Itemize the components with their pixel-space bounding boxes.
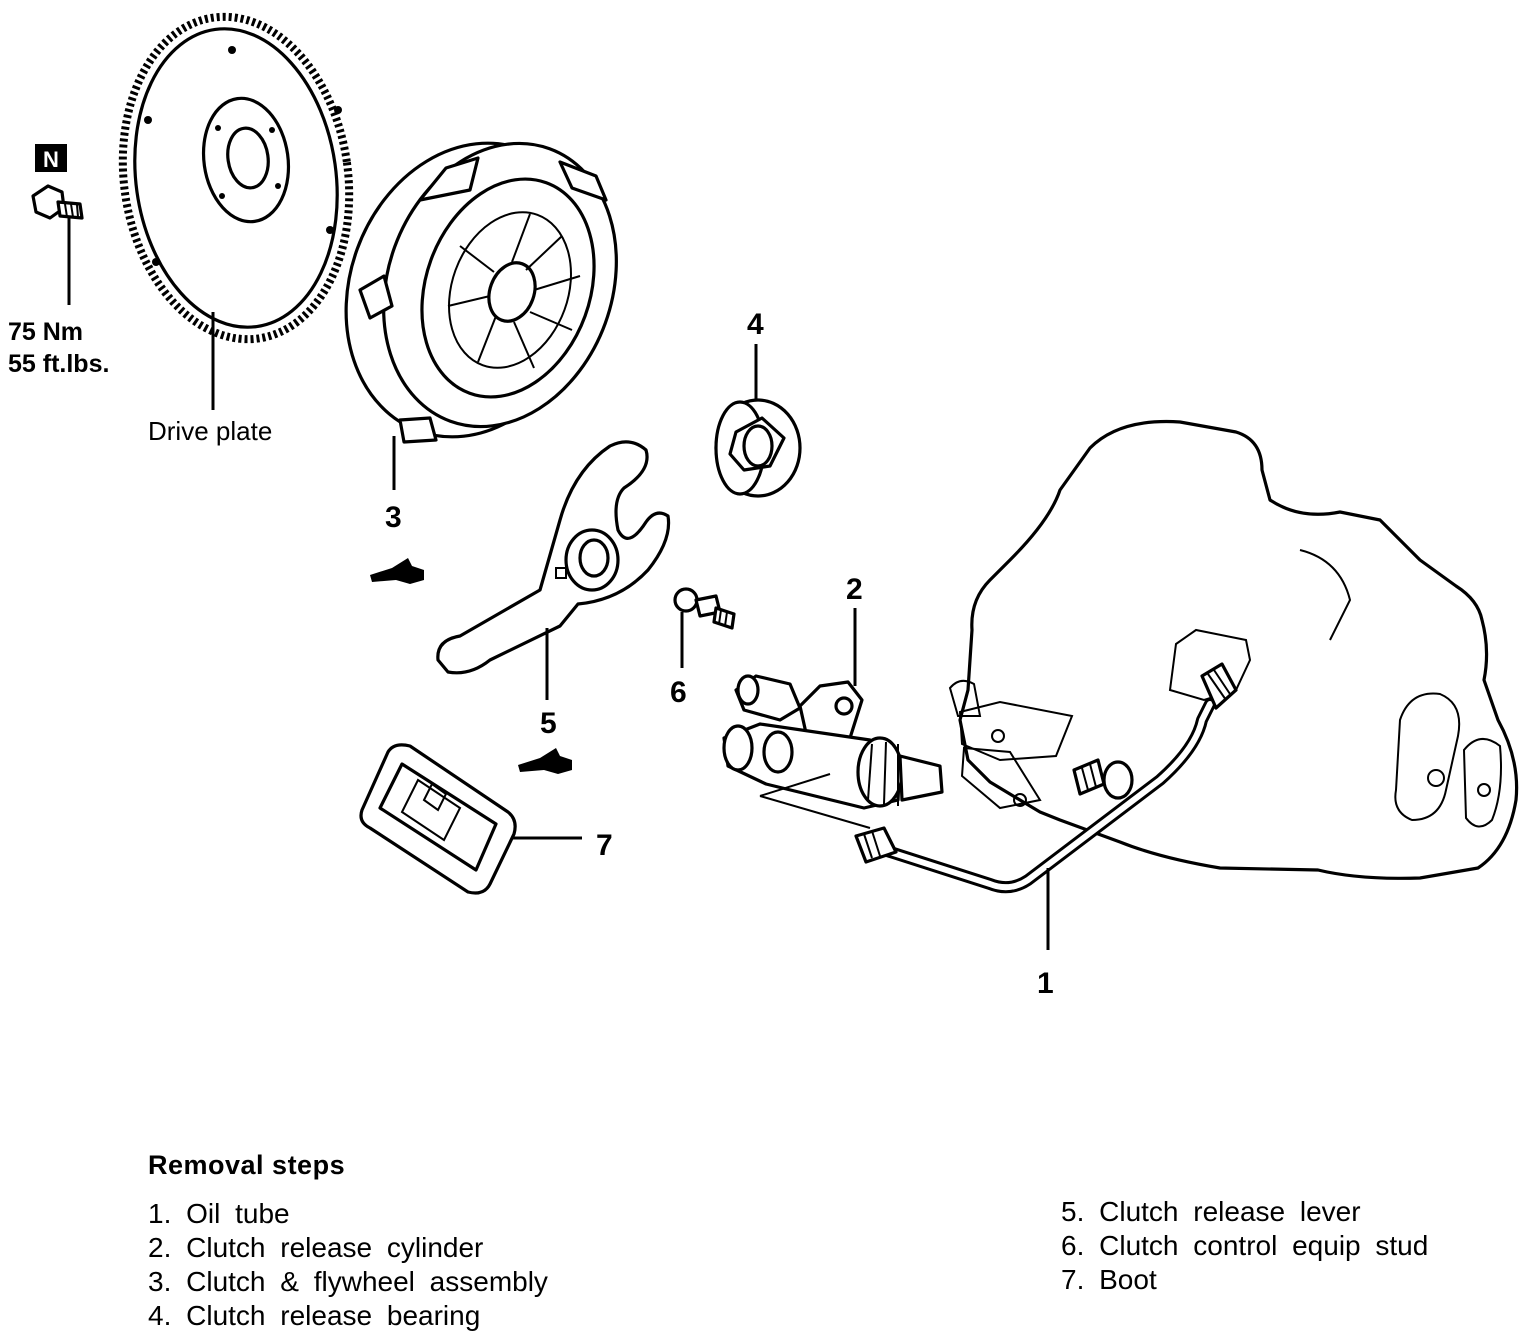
n-badge-text: N [43, 147, 59, 172]
n-badge [35, 144, 67, 172]
removal-step: 4. Clutch release bearing [148, 1300, 481, 1331]
torque-nm: 75 Nm [8, 318, 83, 346]
exploded-view-diagram: N 75 Nm 55 ft.lbs. Drive plate [8, 12, 1519, 1000]
removal-step: 2. Clutch release cylinder [148, 1232, 484, 1263]
clutch-flywheel-assembly-part [344, 141, 618, 490]
drive-plate-label: Drive plate [148, 416, 272, 446]
callout-6: 6 [670, 676, 687, 709]
callout-2: 2 [846, 573, 863, 606]
removal-steps-right: 5. Clutch release lever 6. Clutch contro… [1061, 1195, 1428, 1297]
oil-tube-part [854, 662, 1238, 950]
callout-4: 4 [747, 308, 764, 341]
release-cylinder-part [722, 674, 944, 829]
callout-5: 5 [540, 707, 557, 740]
control-stud-part [673, 587, 736, 668]
removal-step: 5. Clutch release lever [1061, 1196, 1361, 1227]
callout-3: 3 [385, 501, 402, 534]
release-lever-part [436, 440, 671, 700]
removal-steps-left: 1. Oil tube 2. Clutch release cylinder 3… [148, 1197, 548, 1333]
boot-part [359, 743, 582, 895]
removal-step: 6. Clutch control equip stud [1061, 1230, 1429, 1261]
release-bearing-part [714, 398, 802, 498]
callout-7: 7 [596, 829, 613, 862]
housing-bolt [1072, 758, 1134, 800]
torque-ftlbs: 55 ft.lbs. [8, 350, 109, 378]
callout-1: 1 [1037, 967, 1054, 1000]
removal-step: 7. Boot [1061, 1264, 1157, 1295]
removal-steps-title: Removal steps [148, 1150, 346, 1180]
drive-plate-part [118, 12, 354, 410]
bolt-part: N [31, 144, 84, 305]
removal-step: 1. Oil tube [148, 1198, 290, 1229]
transmission-housing [948, 419, 1519, 880]
removal-step: 3. Clutch & flywheel assembly [148, 1266, 548, 1297]
grease-icon [518, 748, 572, 774]
grease-icon [370, 558, 424, 584]
